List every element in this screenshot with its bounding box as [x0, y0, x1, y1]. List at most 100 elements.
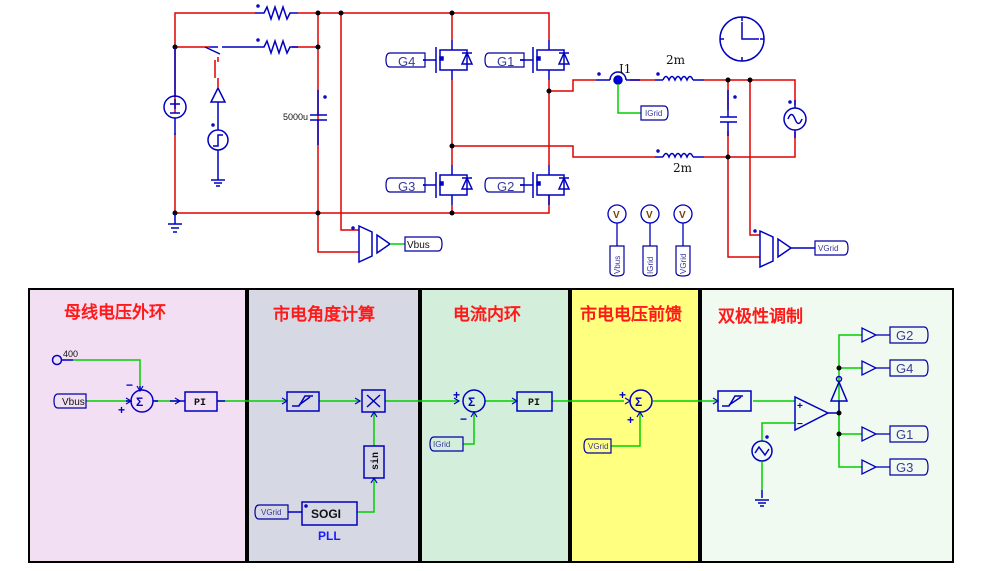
- pi-label-1: PI: [194, 398, 206, 409]
- panel-grid-voltage-feedforward[interactable]: [570, 288, 700, 563]
- gate-tag-g1[interactable]: G1: [484, 52, 525, 69]
- inductor-top[interactable]: [655, 72, 704, 82]
- igrid-input-tag[interactable]: IGrid: [429, 436, 464, 452]
- svg-text:G1: G1: [497, 54, 514, 69]
- svg-text:VGrid: VGrid: [818, 244, 838, 253]
- filter-components: [596, 16, 807, 159]
- svg-text:Vbus: Vbus: [407, 240, 430, 251]
- comparator-plus: +: [797, 401, 803, 412]
- gate-output-g1[interactable]: G1: [861, 425, 929, 443]
- vbus-input-tag[interactable]: Vbus: [53, 393, 87, 409]
- comparator-minus: −: [797, 419, 803, 430]
- resistor-top[interactable]: [255, 4, 298, 22]
- carrier-triangle-source[interactable]: [751, 435, 773, 462]
- panel-title-grid-angle: 市电角度计算: [273, 304, 375, 325]
- svg-text:VGrid: VGrid: [588, 442, 608, 451]
- svg-text:G1: G1: [896, 427, 913, 442]
- svg-text:G2: G2: [497, 179, 514, 194]
- svg-text:Vbus: Vbus: [62, 397, 85, 408]
- clock-icon[interactable]: [719, 16, 765, 62]
- pi-label-2: PI: [528, 398, 540, 409]
- mosfet-g1[interactable]: [520, 40, 571, 80]
- svg-text:G4: G4: [896, 361, 913, 376]
- svg-text:IGrid: IGrid: [646, 257, 655, 274]
- signal-wires: [73, 334, 862, 513]
- svg-text:G3: G3: [896, 460, 913, 475]
- svg-text:V: V: [646, 210, 653, 221]
- gate-output-g2[interactable]: G2: [861, 326, 929, 344]
- sign-plus-3: +: [619, 388, 626, 402]
- resistor-bottom[interactable]: [249, 38, 298, 56]
- svg-text:G2: G2: [896, 328, 913, 343]
- panel-title-feedforward: 市电电压前馈: [580, 304, 682, 325]
- control-panels: 母线电压外环 市电角度计算 电流内环 市电电压前馈 双极性调制: [28, 288, 954, 563]
- current-sensor-label: I1: [619, 62, 631, 76]
- panel-title-current-loop: 电流内环: [453, 304, 521, 325]
- ref-400-node[interactable]: [51, 354, 63, 366]
- vgrid-ff-input-tag[interactable]: VGrid: [583, 438, 612, 454]
- step-source[interactable]: [207, 123, 229, 187]
- grid-ac-source[interactable]: [783, 100, 807, 138]
- svg-text:V: V: [613, 210, 620, 221]
- ref-400-label: 400: [63, 349, 78, 359]
- igrid-tag[interactable]: IGrid: [640, 105, 669, 121]
- svg-text:G4: G4: [398, 54, 415, 69]
- power-wires: [174, 12, 796, 258]
- filter-capacitor[interactable]: [720, 90, 737, 136]
- dc-voltage-source[interactable]: [163, 47, 187, 135]
- inductor-top-value: 2m: [666, 53, 686, 67]
- sin-label: sin: [370, 452, 382, 470]
- panel-current-loop[interactable]: [420, 288, 570, 563]
- sign-minus-1: −: [126, 378, 133, 392]
- switch[interactable]: [204, 46, 249, 62]
- mosfet-g3[interactable]: [423, 165, 474, 205]
- svg-text:VGrid: VGrid: [679, 254, 688, 274]
- vbus-tag[interactable]: Vbus: [404, 236, 443, 252]
- ground-icon: [168, 213, 182, 233]
- panel-grid-angle[interactable]: [247, 288, 420, 563]
- current-sensor[interactable]: [596, 71, 641, 114]
- sign-plus-1: +: [118, 403, 125, 417]
- panel-title-bipolar-modulation: 双极性调制: [718, 306, 803, 327]
- gate-tag-g3[interactable]: G3: [385, 177, 426, 194]
- sign-plus-2: +: [453, 388, 460, 402]
- voltmeter-0[interactable]: V Vbus: [607, 204, 627, 277]
- mosfet-bridge: [423, 40, 571, 205]
- dc-link-capacitor[interactable]: [310, 90, 327, 145]
- sign-plus-4: +: [627, 413, 634, 427]
- gate-tag-g2[interactable]: G2: [484, 177, 525, 194]
- capacitor-value: 5000u: [283, 112, 308, 122]
- gate-output-g4[interactable]: G4: [861, 359, 929, 377]
- vgrid-tag[interactable]: VGrid: [814, 240, 849, 256]
- svg-text:Vbus: Vbus: [613, 256, 622, 274]
- gate-tag-g4[interactable]: G4: [385, 52, 426, 69]
- sogi-label: SOGI: [311, 507, 341, 521]
- vgrid-voltage-sensor[interactable]: [753, 229, 815, 269]
- sum-symbol-3: Σ: [635, 395, 642, 409]
- inductor-bottom-value: 2m: [673, 161, 693, 175]
- power-components: [163, 4, 327, 233]
- svg-text:IGrid: IGrid: [433, 440, 450, 449]
- vbus-voltage-sensor[interactable]: [351, 224, 405, 264]
- svg-text:IGrid: IGrid: [645, 109, 662, 118]
- arrowheads: [125, 385, 720, 484]
- voltmeter-1[interactable]: V IGrid: [640, 204, 660, 277]
- vgrid-pll-input-tag[interactable]: VGrid: [254, 504, 289, 520]
- svg-text:VGrid: VGrid: [261, 508, 281, 517]
- inductor-bottom[interactable]: [655, 149, 704, 159]
- ground-icon: [755, 490, 769, 507]
- switch-buffer: [209, 78, 227, 130]
- sogi-pll-block[interactable]: [301, 501, 358, 526]
- sign-minus-2: −: [460, 412, 467, 426]
- panel-bus-voltage-loop[interactable]: [28, 288, 247, 563]
- sum-symbol-2: Σ: [468, 395, 475, 409]
- panel-title-bus-voltage-loop: 母线电压外环: [64, 302, 166, 323]
- gate-output-g3[interactable]: G3: [861, 458, 929, 476]
- comparator[interactable]: [794, 395, 830, 432]
- mosfet-g2[interactable]: [520, 165, 571, 205]
- pll-label: PLL: [318, 529, 341, 543]
- mosfet-g4[interactable]: [423, 40, 474, 80]
